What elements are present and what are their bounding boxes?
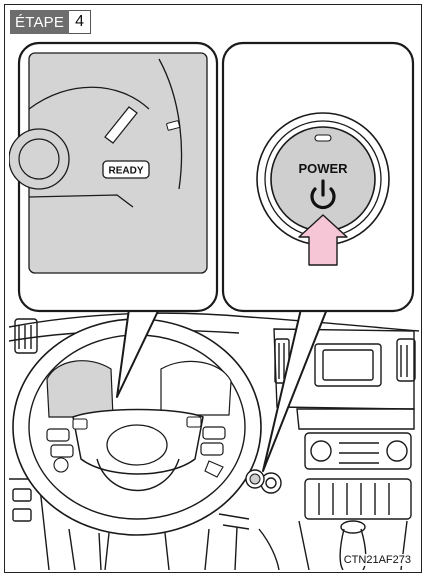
power-label: POWER — [298, 161, 348, 176]
step-number: 4 — [69, 10, 91, 34]
dashboard-illustration: READY POWER — [9, 9, 419, 570]
instruction-figure: ÉTAPE 4 — [4, 4, 422, 573]
step-tag: ÉTAPE 4 — [10, 10, 91, 34]
dash-power-button — [246, 470, 264, 488]
ready-indicator: READY — [108, 166, 143, 177]
reference-code: CTN21AF273 — [342, 554, 413, 566]
step-label: ÉTAPE — [10, 10, 69, 34]
